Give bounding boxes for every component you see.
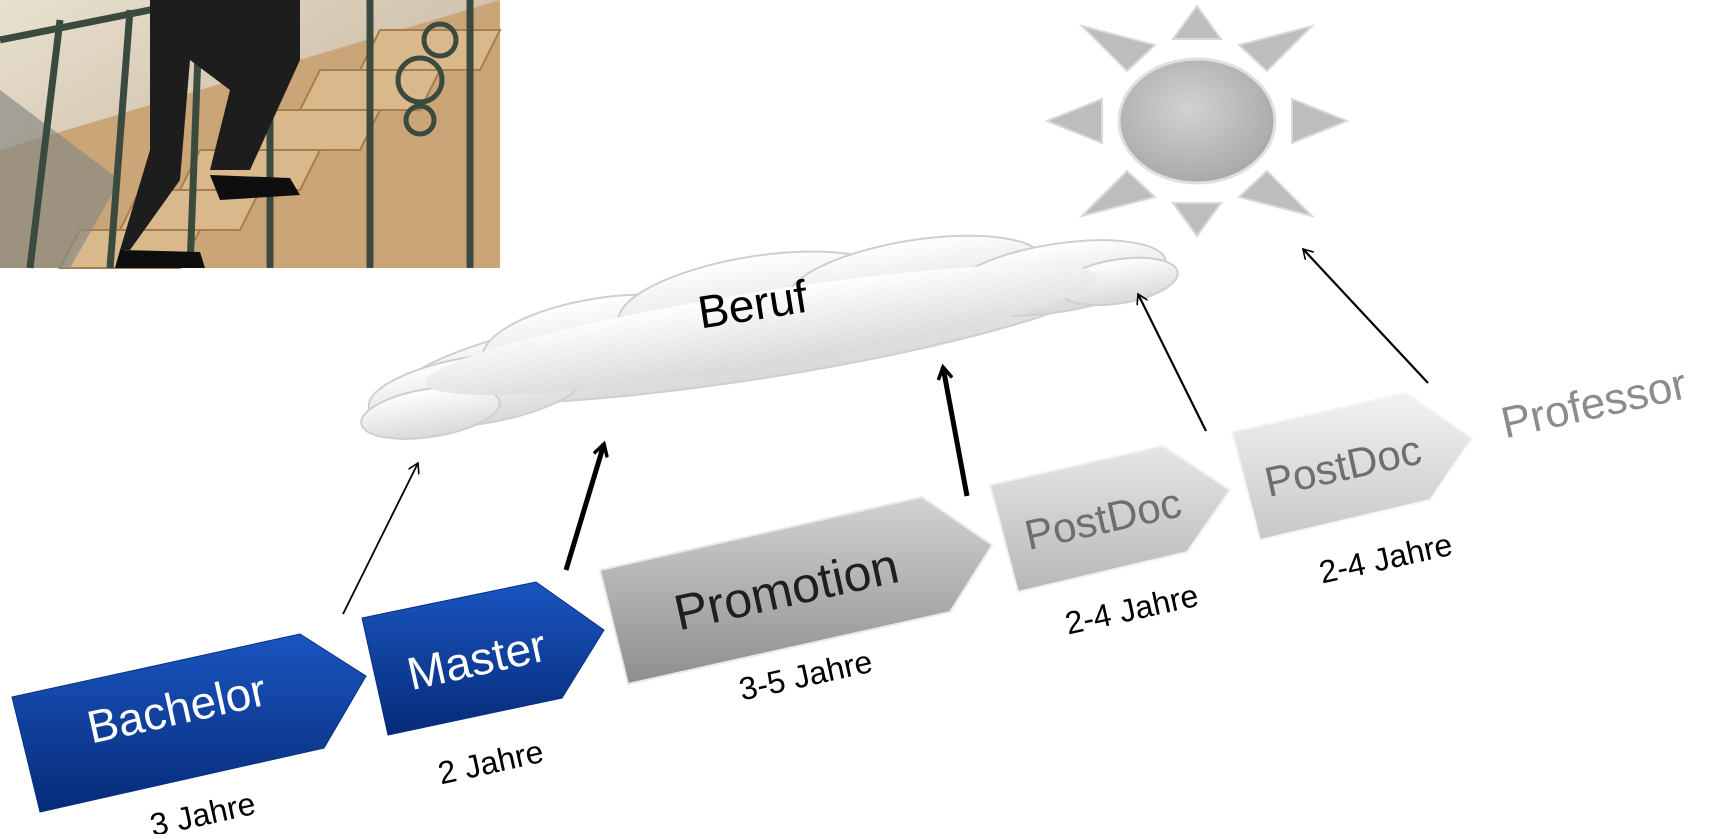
stage-duration: 2 Jahre	[435, 733, 547, 791]
arrow-postdoc1-to-beruf	[1138, 294, 1207, 432]
arrow-postdoc2-to-sun	[1303, 249, 1429, 384]
stage-postdoc-2: PostDoc	[1230, 391, 1474, 542]
stage-bachelor: Bachelor	[11, 633, 367, 813]
arrow-master-to-beruf	[563, 444, 604, 571]
stage-postdoc-1: PostDoc	[988, 444, 1232, 594]
sun-icon	[1044, 4, 1350, 238]
stage-promotion: Promotion	[598, 495, 994, 686]
stage-duration: 2-4 Jahre	[1316, 526, 1456, 590]
stage-duration: 3 Jahre	[147, 785, 259, 834]
person-climbing-stairs-photo	[0, 0, 502, 269]
stage-duration: 2-4 Jahre	[1062, 577, 1202, 641]
cloud-shape	[360, 234, 1179, 440]
stage-master: Master	[361, 581, 605, 736]
arrow-bachelor-to-beruf	[342, 463, 418, 615]
arrow-promotion-to-beruf	[943, 367, 970, 497]
goal-label: Professor	[1497, 360, 1691, 449]
